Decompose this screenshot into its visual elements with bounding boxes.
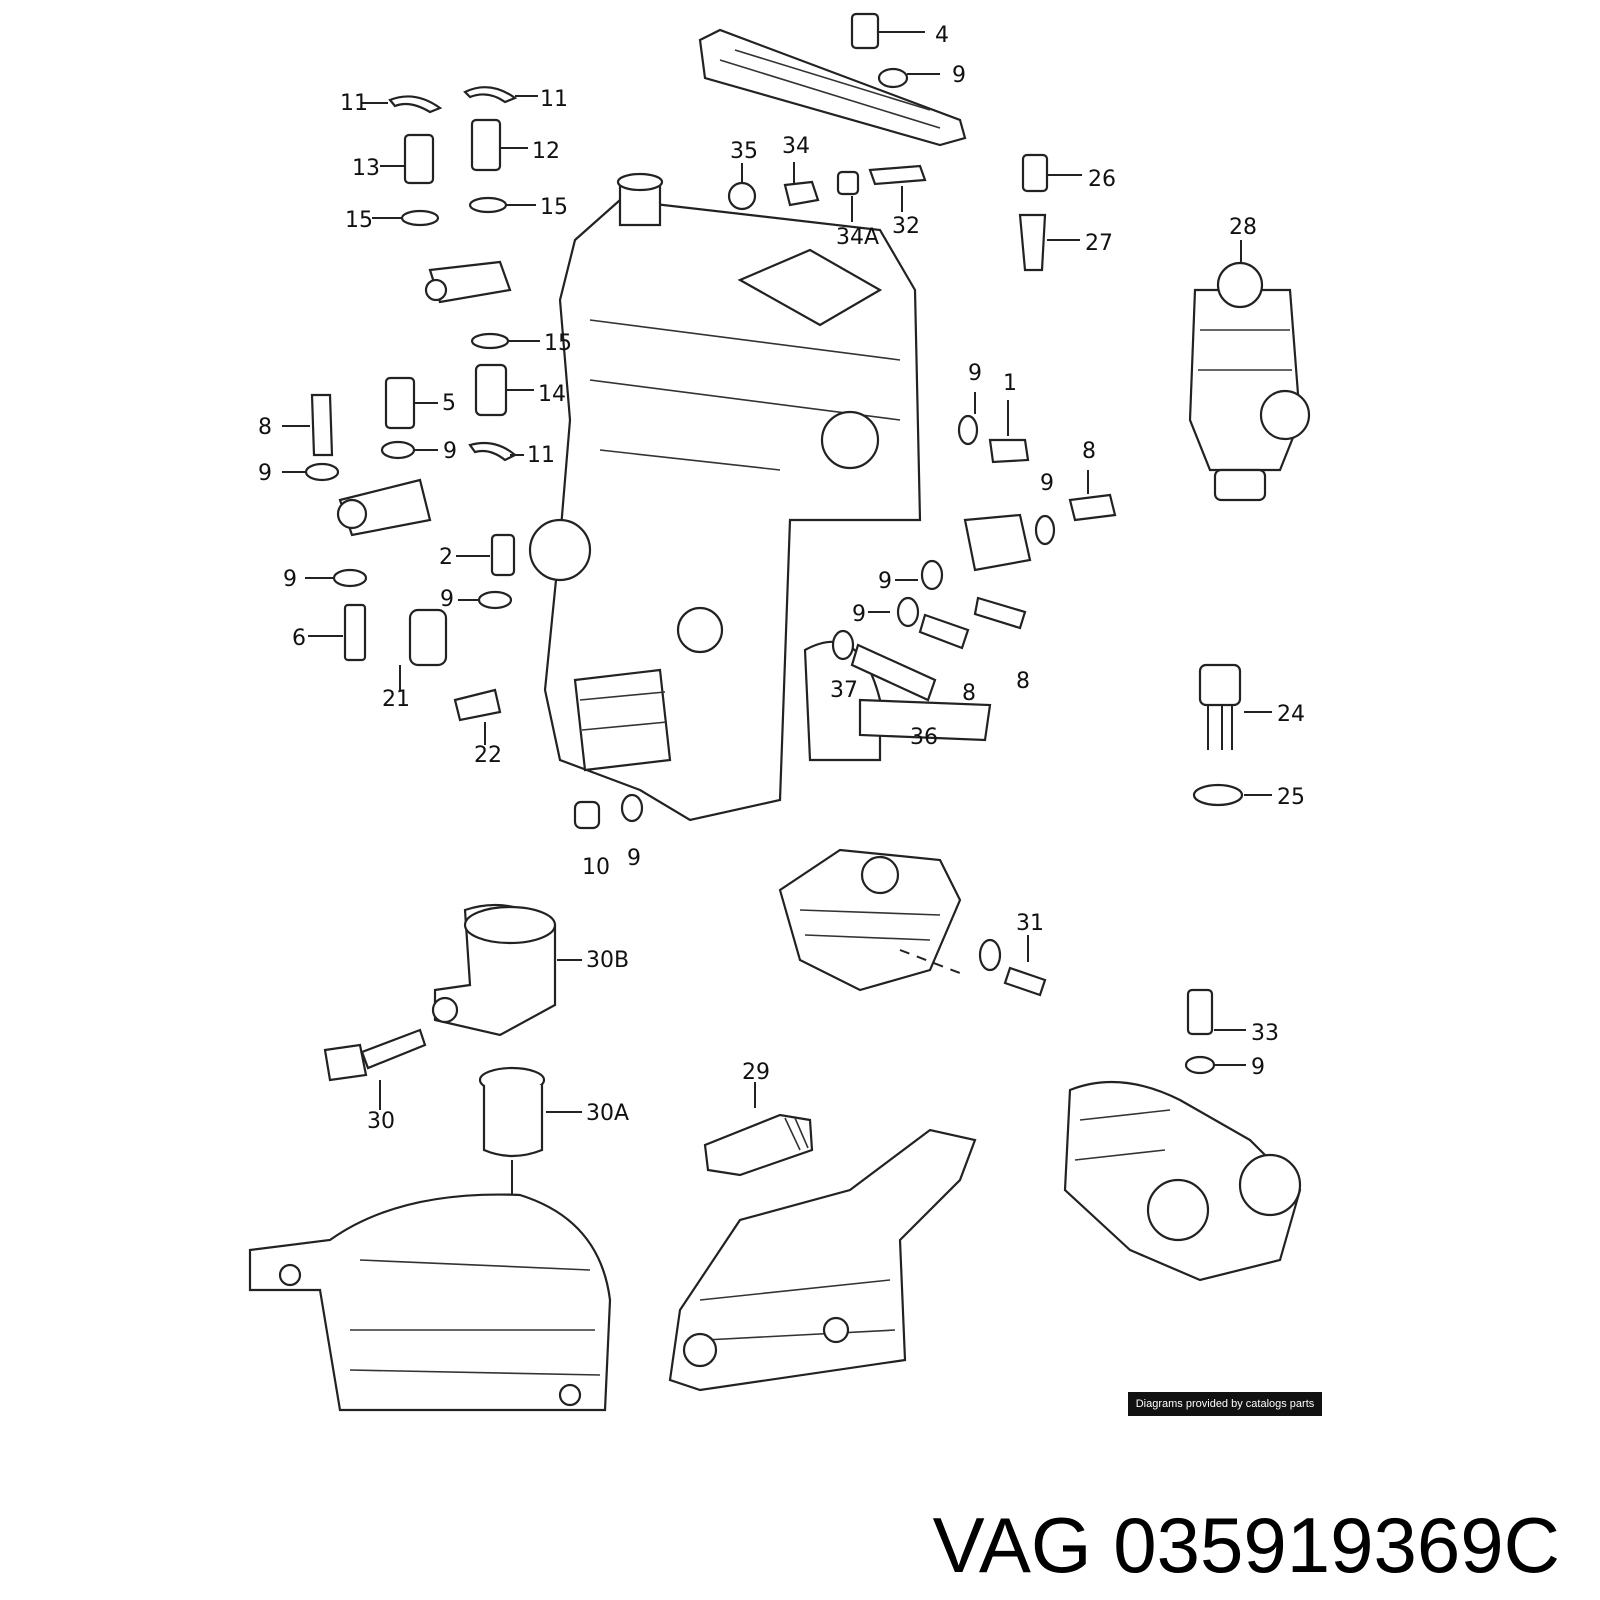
- callout-label: 9: [258, 461, 272, 486]
- callout-label: 9: [1251, 1055, 1265, 1080]
- injection-pump-29: [668, 1082, 977, 1392]
- callout-label: 9: [878, 569, 892, 594]
- callout-label: 8: [1016, 669, 1030, 694]
- callout-label: 27: [1085, 231, 1113, 256]
- callout-label: 2: [439, 545, 453, 570]
- sensor-30: [323, 1028, 427, 1110]
- callout-label: 24: [1277, 702, 1305, 727]
- callout-label: 35: [730, 139, 758, 164]
- callout-label: 4: [935, 23, 949, 48]
- callout-label: 11: [527, 443, 555, 468]
- sensor-24-25: [1192, 663, 1272, 807]
- housing-30b: [431, 903, 582, 1037]
- callout-label: 10: [582, 855, 610, 880]
- callout-label: 34: [782, 134, 810, 159]
- callout-label: 5: [442, 391, 456, 416]
- callout-label: 30: [367, 1109, 395, 1134]
- callout-label: 8: [962, 681, 976, 706]
- callout-label: 21: [382, 687, 410, 712]
- right-side-fittings: [831, 392, 1117, 702]
- callout-label: 12: [532, 139, 560, 164]
- callout-label: 9: [1040, 471, 1054, 496]
- callout-label: 9: [440, 587, 454, 612]
- callout-label: 28: [1229, 215, 1257, 240]
- top-left-sensors: [362, 86, 540, 417]
- callout-label: 9: [968, 361, 982, 386]
- callout-label: 37: [830, 678, 858, 703]
- callout-label: 11: [340, 91, 368, 116]
- callout-label: 9: [283, 567, 297, 592]
- callout-label: 14: [538, 382, 566, 407]
- sleeve-30a-gearbox: [248, 1066, 612, 1412]
- callout-label: 9: [627, 846, 641, 871]
- callout-label: 31: [1016, 911, 1044, 936]
- top-center-fittings: [727, 162, 927, 222]
- callout-label: 22: [474, 743, 502, 768]
- callout-label: 13: [352, 156, 380, 181]
- callout-label: 15: [345, 208, 373, 233]
- lower-left-sensors: [399, 533, 516, 745]
- callout-label: 34A: [836, 225, 879, 250]
- turbocharger-assembly: [1063, 988, 1302, 1282]
- engine-block: [528, 172, 992, 822]
- callout-label: 9: [952, 63, 966, 88]
- left-side-parts: [282, 376, 524, 662]
- callout-label: 1: [1003, 371, 1017, 396]
- plug-10: [573, 793, 644, 830]
- callout-label: 30B: [586, 948, 629, 973]
- callout-label: 29: [742, 1060, 770, 1085]
- callout-label: 8: [258, 415, 272, 440]
- callout-label: 6: [292, 626, 306, 651]
- callout-label: 9: [852, 602, 866, 627]
- callout-label: 9: [443, 439, 457, 464]
- carburettor-assembly: [778, 848, 1047, 997]
- callout-label: 25: [1277, 785, 1305, 810]
- callout-label: 32: [892, 214, 920, 239]
- part-number-title: VAG 035919369C: [932, 1501, 1560, 1589]
- pump-assembly-28: [1188, 240, 1311, 502]
- callout-label: 11: [540, 87, 568, 112]
- callout-label: 8: [1082, 439, 1096, 464]
- callout-label: 26: [1088, 167, 1116, 192]
- sensors-26-27: [1018, 153, 1082, 272]
- callout-label: 33: [1251, 1021, 1279, 1046]
- callout-label: 15: [544, 331, 572, 356]
- callout-label: 15: [540, 195, 568, 220]
- callout-label: 36: [910, 725, 938, 750]
- diagram-credit: Diagrams provided by catalogs parts: [1128, 1392, 1322, 1416]
- callout-label: 30A: [586, 1101, 629, 1126]
- fuel-rail: [698, 12, 967, 147]
